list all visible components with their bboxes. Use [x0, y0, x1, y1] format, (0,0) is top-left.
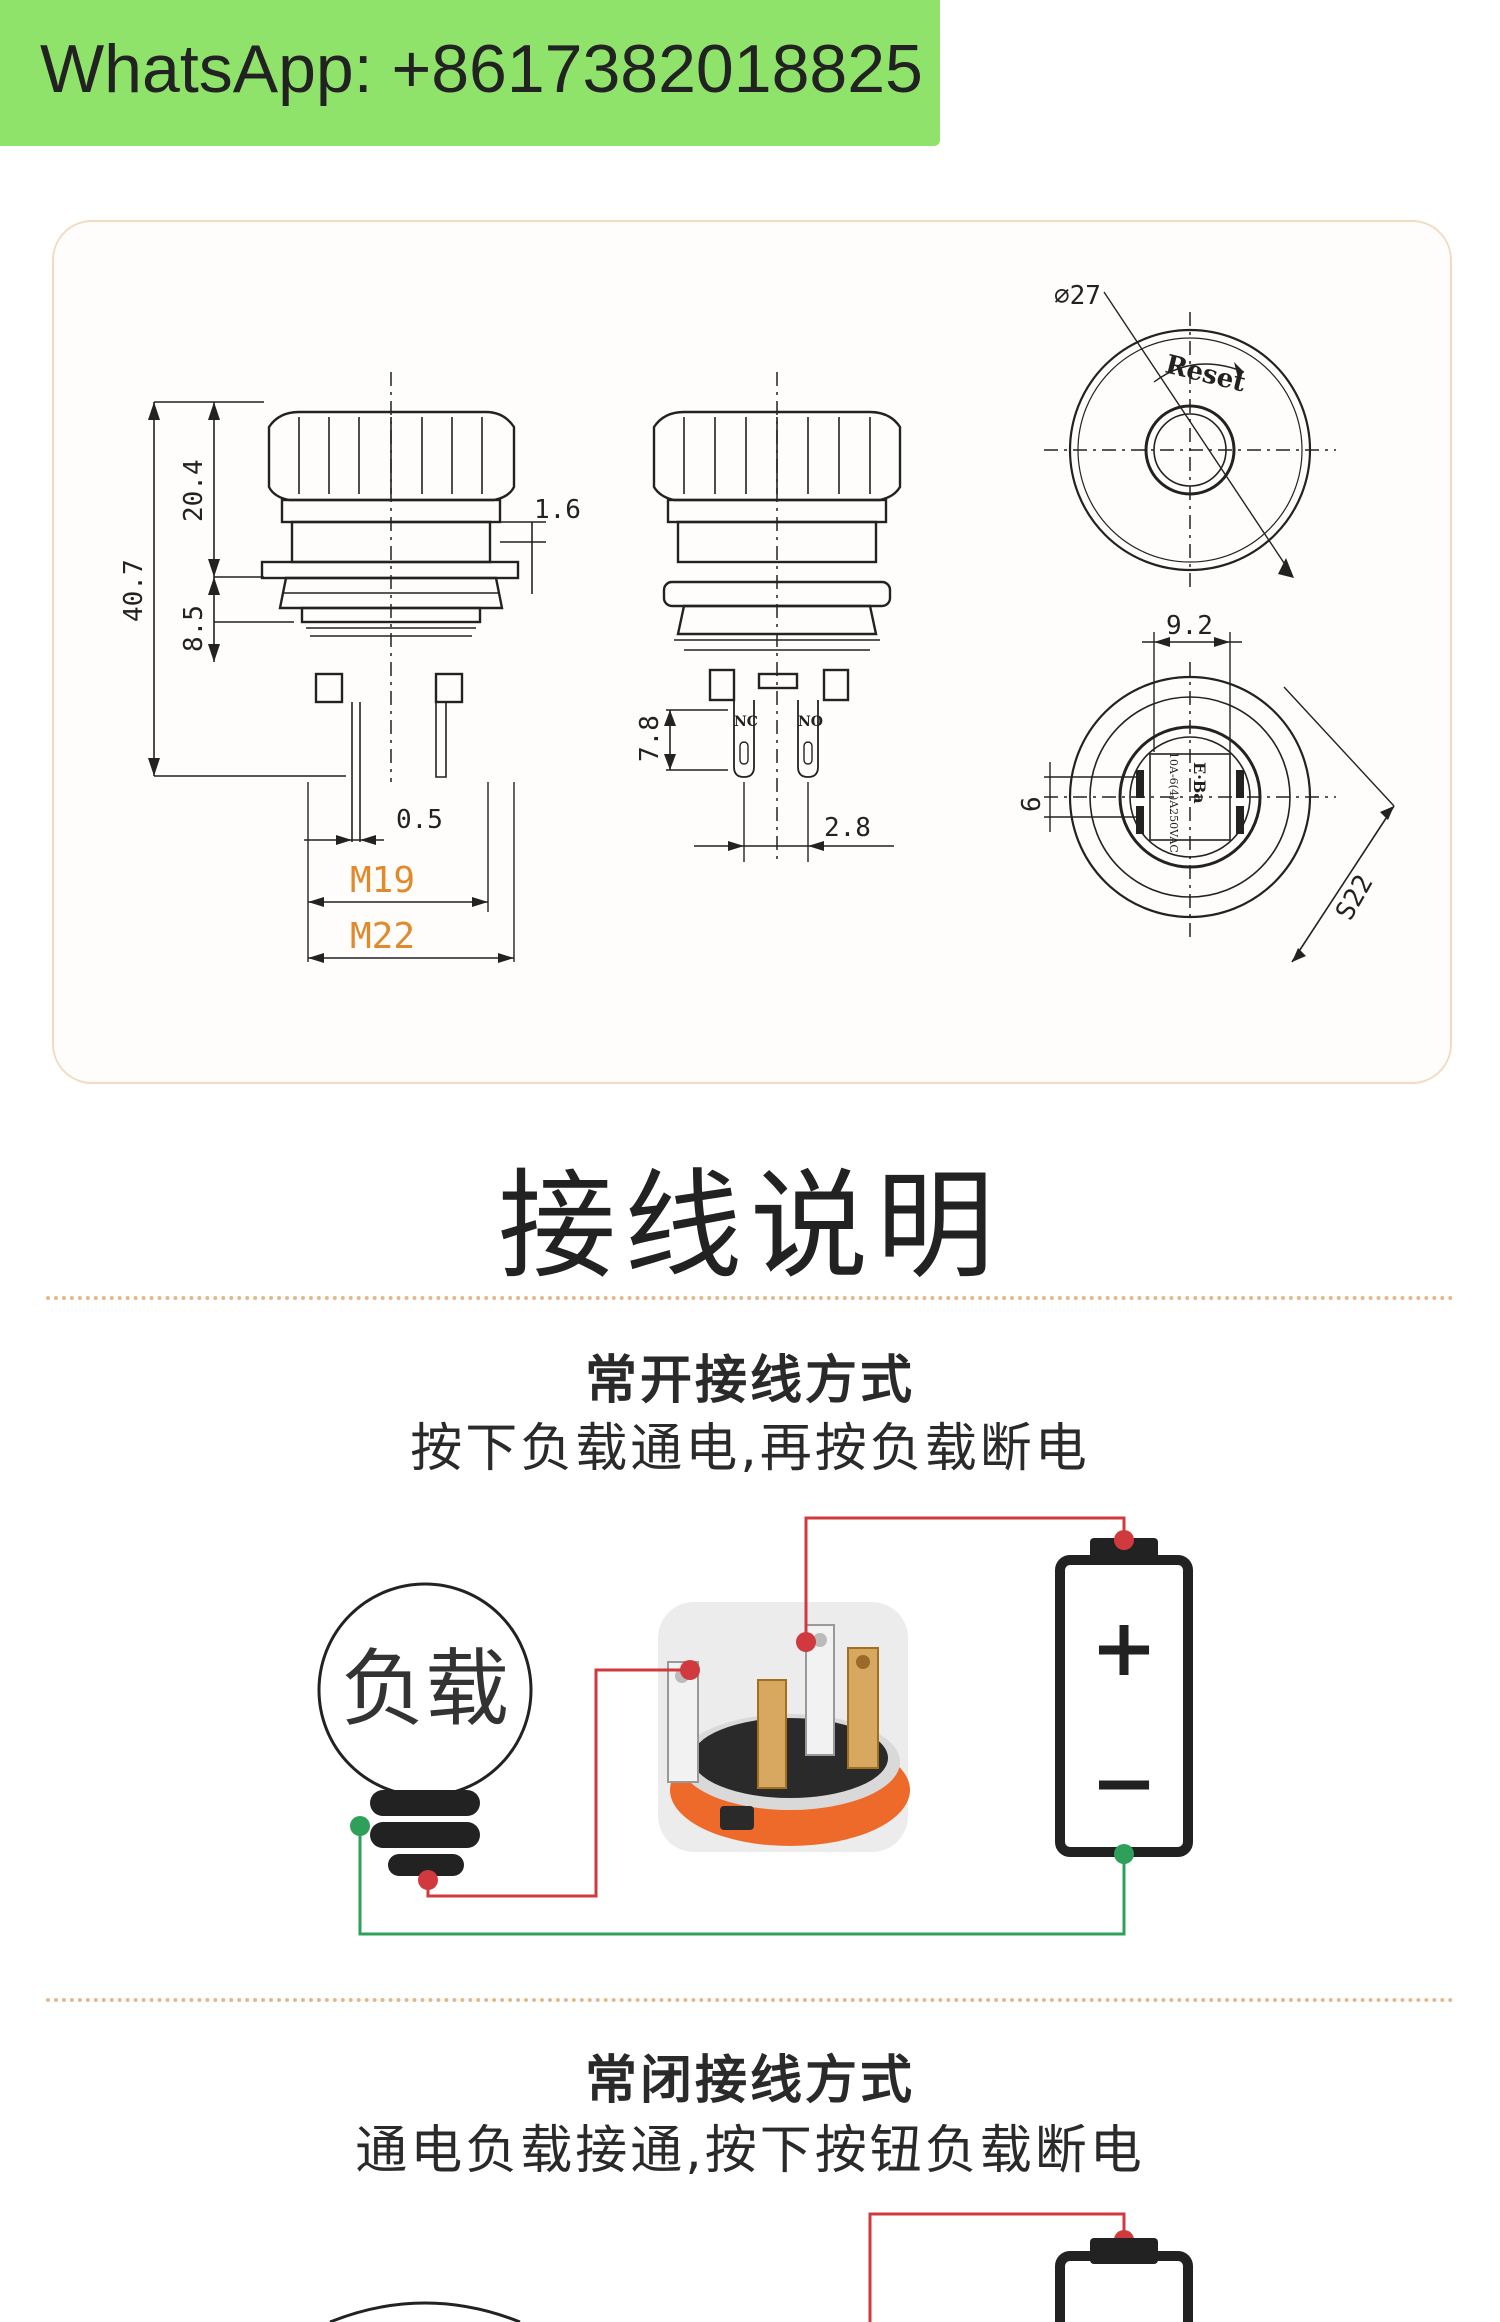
battery-minus: −: [1090, 1735, 1157, 1829]
dim-pin-pitch: 2.8: [824, 813, 871, 843]
mode-closed-title: 常闭接线方式: [584, 2051, 915, 2111]
dimension-drawing-card: 40.7 20.4 8.5 1.6 0.5 M19 M22 7.8 2.8 NC…: [52, 220, 1452, 1084]
divider-1: [46, 1296, 1454, 1300]
dim-lower-height: 8.5: [179, 605, 209, 652]
dim-cap-height: 20.4: [179, 459, 209, 522]
dim-pin-width: 0.5: [396, 805, 443, 835]
wire-nodes: [350, 1530, 1134, 1890]
mode-closed-desc: 通电负载接通,按下按钮负载断电: [355, 2121, 1145, 2181]
dim-diameter: ⌀27: [1054, 281, 1101, 311]
mode-open-title: 常开接线方式: [584, 1351, 915, 1411]
dim-across-flats: S22: [1330, 870, 1379, 926]
bottom-rating-label: 10A-6(4)A250VAC: [1167, 752, 1180, 853]
wires: [358, 1516, 1126, 1936]
pin-no-label: NO: [798, 714, 823, 730]
load-bulb: 负载: [317, 1582, 533, 1876]
dim-pin-length: 7.8: [635, 715, 665, 762]
wiring-diagram-closed-partial: [329, 2212, 1193, 2322]
switch-photo: [658, 1602, 910, 1852]
whatsapp-contact: WhatsApp: +8617382018825: [40, 31, 923, 107]
battery: + −: [1055, 1538, 1193, 1857]
section-title: 接线说明: [497, 1157, 1002, 1295]
whatsapp-banner: WhatsApp: +8617382018825: [0, 0, 940, 146]
reset-text: Reset: [1162, 350, 1248, 399]
dimension-drawing: 40.7 20.4 8.5 1.6 0.5 M19 M22 7.8 2.8 NC…: [119, 281, 1395, 963]
front-view: [652, 372, 902, 862]
bottom-view: [1044, 632, 1395, 963]
dim-total-height: 40.7: [119, 559, 149, 622]
load-label: 负载: [341, 1640, 509, 1738]
thread-label-m22: M22: [350, 916, 415, 957]
top-view: [1044, 291, 1336, 592]
divider-2: [46, 1998, 1454, 2002]
bottom-brand-label: E·Ba: [1190, 762, 1209, 804]
dim-inner-width: 9.2: [1166, 611, 1213, 641]
mode-open-desc: 按下负载通电,再按负载断电: [410, 1419, 1090, 1479]
dim-flange: 1.6: [534, 495, 581, 525]
pin-nc-label: NC: [734, 714, 758, 730]
side-view: [148, 372, 546, 963]
thread-label-m19: M19: [350, 860, 415, 901]
dim-side: 6: [1017, 796, 1047, 812]
battery-plus: +: [1090, 1600, 1157, 1694]
wiring-diagram-open: 负载 + −: [317, 1516, 1193, 1936]
